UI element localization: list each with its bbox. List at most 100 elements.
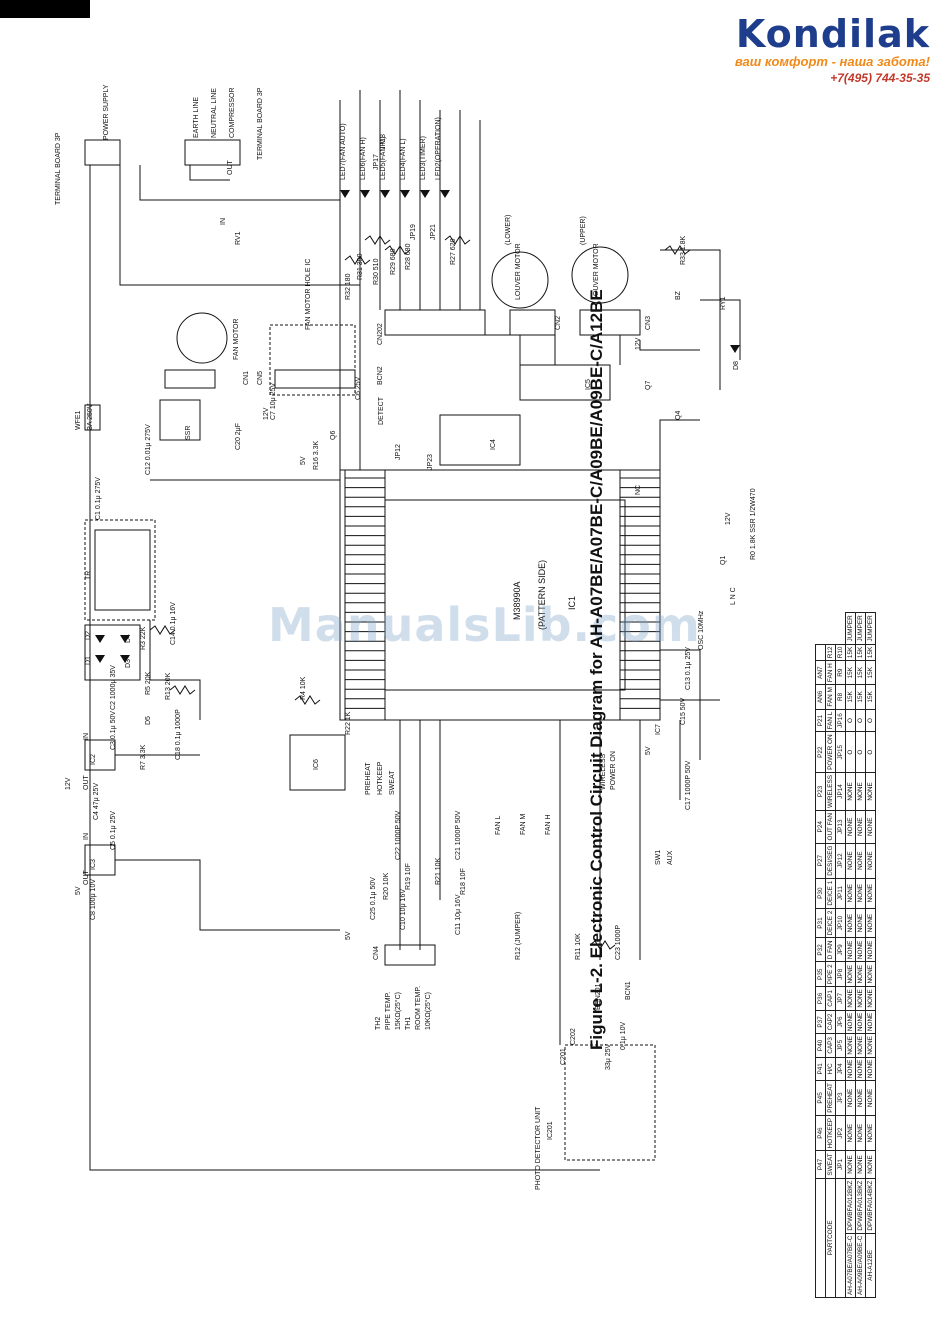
- label-q1: Q1: [720, 556, 727, 565]
- resistor-r31: [364, 235, 391, 245]
- resistor-r30: [384, 245, 411, 255]
- table-header-cell: JP13: [835, 810, 846, 844]
- wiring-ic1-out: [485, 334, 720, 760]
- ssr-box: [159, 399, 201, 441]
- table-cell: O: [865, 709, 876, 732]
- label-rv1: RV1: [235, 231, 242, 245]
- photo-detector-box: [564, 1044, 656, 1161]
- label-r33: R33 1.8K: [680, 235, 687, 265]
- table-cell: O: [855, 709, 866, 732]
- table-header-cell: JP8: [835, 961, 846, 987]
- wiring-power: [89, 479, 340, 931]
- label-led6: LED6(FAN H): [360, 137, 367, 180]
- label-r16: R16 3.3K: [313, 440, 320, 470]
- table-cell: NONE: [855, 1150, 866, 1179]
- table-cell: NONE: [845, 908, 856, 938]
- label-led5: LED5(FAN M): [380, 136, 387, 180]
- label-bcn1: BCN1: [625, 981, 632, 1000]
- label-preheat: PREHEAT: [365, 762, 372, 795]
- label-photo-detector: PHOTO DETECTOR UNIT: [535, 1106, 542, 1190]
- louver-motor-lower: [491, 251, 549, 309]
- label-5v-b: 5V: [300, 456, 307, 465]
- table-cell: NONE: [865, 908, 876, 938]
- table-cell: O: [845, 731, 856, 773]
- table-header-cell: JP14: [835, 772, 846, 811]
- table-header-cell: P45: [815, 1080, 826, 1116]
- resistor-r27: [444, 235, 471, 245]
- cn3-header: [579, 309, 641, 336]
- label-r7: R7 3.3K: [140, 744, 147, 770]
- table-cell: NONE: [865, 1150, 876, 1179]
- label-fan-m: FAN M: [520, 813, 527, 835]
- label-c4: C4 47μ 25V: [93, 783, 100, 820]
- label-upper: (UPPER): [580, 216, 587, 245]
- label-in-a: IN: [220, 218, 227, 225]
- label-in-b: IN: [83, 733, 90, 740]
- led2-icon: [440, 190, 450, 198]
- table-header-cell: P21: [815, 709, 826, 732]
- label-c22: C22 1000P 50V: [395, 810, 402, 860]
- label-th2-val: 15KΩ(25°C): [394, 992, 402, 1030]
- label-d4: D4: [125, 634, 132, 643]
- label-c2: C2 1000μ 35V: [110, 665, 117, 710]
- ic1-pin-ticks: [345, 477, 660, 709]
- table-cell: NONE: [855, 1115, 866, 1151]
- label-neutral-line: NEUTRAL LINE: [211, 88, 218, 138]
- table-header-cell: JP6: [835, 1010, 846, 1034]
- label-c23: C23 1000P: [615, 925, 622, 960]
- cn202-header: [384, 309, 486, 336]
- label-osc: OSC 10MHz: [698, 610, 705, 650]
- bridge-rectifier: [84, 624, 141, 681]
- table-cell: O: [845, 709, 856, 732]
- label-fuse: WFE1: [75, 410, 82, 430]
- label-lower: (LOWER): [505, 215, 512, 245]
- label-ic1-part: M38990A: [512, 581, 522, 620]
- table-header-cell: CAP2: [825, 1010, 836, 1034]
- label-d3: D3: [125, 659, 132, 668]
- table-cell: NONE: [845, 1115, 856, 1151]
- table-header-cell: JP2: [835, 1115, 846, 1151]
- label-ic6: IC6: [313, 759, 320, 770]
- table-header-cell: P31: [815, 908, 826, 938]
- table-header-cell: PREHEAT: [825, 1080, 836, 1116]
- label-th2: TH2: [375, 1017, 382, 1030]
- label-12v-a: 12V: [65, 777, 72, 790]
- label-c14: C14 0.1μ 16V: [170, 602, 177, 645]
- table-header-cell: H/C: [825, 1057, 836, 1081]
- label-jp18: JP18: [380, 134, 387, 150]
- label-jp12: JP12: [395, 444, 402, 460]
- label-q7: Q7: [645, 381, 652, 390]
- label-cn2: CN2: [555, 316, 562, 330]
- table-cell: NONE: [865, 961, 876, 987]
- table-header-cell: JP4: [835, 1057, 846, 1081]
- figure-caption: Figure L-2. Electronic Control Circuit D…: [587, 289, 606, 1050]
- label-r4: R4 10K: [300, 676, 307, 700]
- table-part-cell: DPWBFA013BKZ: [855, 1178, 866, 1234]
- led4-icon: [400, 190, 410, 198]
- table-header-cell: DEICE 1: [825, 878, 836, 909]
- label-earth-line: EARTH LINE: [193, 97, 200, 138]
- terminal-board-unit: [184, 139, 241, 166]
- label-c21: C21 1000P 50V: [455, 810, 462, 860]
- label-jp17: JP17: [373, 154, 380, 170]
- label-c15: C15 50V: [680, 697, 687, 725]
- diode-d3-icon: [120, 655, 130, 663]
- table-header-cell: JP1: [835, 1150, 846, 1179]
- wiring-top-bus: [339, 90, 481, 470]
- label-ic1: IC1: [567, 596, 577, 610]
- table-cell: NONE: [855, 843, 866, 879]
- led3-icon: [420, 190, 430, 198]
- table-header-cell: [835, 1178, 846, 1298]
- label-c11: C11 10μ 16V: [455, 894, 462, 935]
- table-part-cell: DPWBFA014BKZ: [865, 1178, 876, 1234]
- table-cell: NONE: [865, 1010, 876, 1034]
- table-header-cell: [815, 644, 826, 661]
- led7-icon: [340, 190, 350, 198]
- table-header-cell: DEICE 2: [825, 908, 836, 938]
- table-header-cell: P37: [815, 1010, 826, 1034]
- table-model-cell: AH-A12BE: [865, 1233, 876, 1298]
- label-fan-h: FAN H: [545, 814, 552, 835]
